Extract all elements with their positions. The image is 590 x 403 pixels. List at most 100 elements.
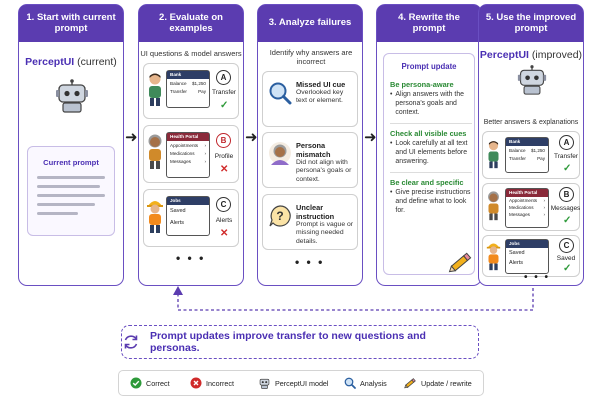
arrow-right-icon: ➜ bbox=[245, 129, 258, 146]
rule-title: Check all visible cues bbox=[390, 128, 467, 138]
legend-analysis-label: Analysis bbox=[360, 378, 387, 388]
mockup-title: Bank bbox=[167, 71, 209, 79]
mockup-row: Appointments› bbox=[509, 198, 545, 203]
more-indicator: • • • bbox=[295, 255, 325, 269]
mockup-row: Balance$1,250 bbox=[170, 80, 206, 86]
legend bbox=[118, 370, 484, 396]
check-circle-icon bbox=[130, 377, 142, 389]
persona-icon bbox=[269, 142, 291, 165]
more-indicator: • • • bbox=[524, 272, 551, 283]
example-card: Jobs Saved Alerts C Saved ✓ bbox=[482, 235, 580, 277]
mockup-row: Messages› bbox=[509, 212, 545, 217]
legend-incorrect-label: Incorrect bbox=[206, 378, 234, 388]
legend-correct-label: Correct bbox=[146, 378, 170, 388]
person-icon bbox=[147, 201, 163, 233]
person-icon bbox=[149, 73, 161, 106]
failure-text: Prompt is vague or missing needed detail… bbox=[296, 221, 354, 245]
answer-label: Transfer bbox=[554, 153, 578, 160]
failure-card: Persona mismatch Did not align with pers… bbox=[262, 132, 358, 188]
person-icon bbox=[488, 191, 499, 221]
legend-correct: Correct bbox=[130, 377, 170, 389]
person-icon bbox=[486, 243, 501, 271]
prompt-lines bbox=[37, 176, 105, 215]
mockup-row: Saved bbox=[170, 208, 186, 214]
prompt-update-card: Prompt update Be persona-aware •Align an… bbox=[383, 53, 475, 275]
legend-analysis: Analysis bbox=[344, 377, 387, 389]
robot-icon bbox=[259, 378, 270, 389]
current-prompt-label: Current prompt bbox=[43, 158, 99, 167]
banner-text: Prompt updates improve transfer to new q… bbox=[149, 330, 426, 354]
rule-text: Align answers with the persona's goals a… bbox=[395, 91, 464, 116]
mockup-row: Appointments› bbox=[170, 142, 206, 148]
ui-mockup: Health Portal Appointments› Medications›… bbox=[505, 188, 549, 228]
rule-item: •Align answers with the persona's goals … bbox=[390, 91, 472, 118]
correct-check-icon: ✓ bbox=[563, 263, 572, 274]
magnifier-icon bbox=[269, 82, 292, 105]
answer-label: Alerts bbox=[215, 217, 233, 224]
person-icon bbox=[488, 141, 499, 169]
step5-subtitle: Better answers & explanations bbox=[483, 119, 579, 126]
more-indicator: • • • bbox=[176, 251, 206, 265]
pencil-icon bbox=[448, 252, 472, 273]
brand-label: PerceptUI bbox=[25, 56, 75, 68]
failure-title: Missed UI cue bbox=[296, 80, 346, 89]
x-circle-icon bbox=[190, 377, 202, 389]
failure-title: Unclear instruction bbox=[296, 203, 335, 221]
brand-label: PerceptUI bbox=[479, 49, 529, 61]
choice-badge: A bbox=[216, 70, 231, 85]
legend-model-label: PerceptUI model bbox=[275, 378, 329, 388]
mockup-title: Jobs bbox=[167, 197, 209, 205]
refresh-icon bbox=[124, 335, 138, 349]
legend-incorrect: Incorrect bbox=[190, 377, 234, 389]
mockup-title: Health Portal bbox=[506, 189, 548, 197]
rule-item: •Look carefully at all text and UI eleme… bbox=[390, 140, 472, 167]
model-name: PerceptUI (current) bbox=[19, 56, 123, 68]
choice-badge: C bbox=[559, 238, 574, 253]
brand-suffix: (improved) bbox=[531, 49, 583, 61]
mockup-title: Jobs bbox=[506, 240, 548, 248]
step3-panel: 3. Analyze failures Identify why answers… bbox=[257, 4, 363, 286]
example-card: Jobs Saved Alerts C Alerts ✕ bbox=[143, 189, 239, 247]
step2-title: 2. Evaluate on examples bbox=[139, 5, 243, 42]
pencil-icon bbox=[404, 378, 416, 389]
prompt-update-heading: Prompt update bbox=[401, 62, 457, 71]
legend-update-label: Update / rewrite bbox=[421, 378, 472, 388]
arrow-right-icon: ➜ bbox=[125, 129, 138, 146]
correct-check-icon: ✓ bbox=[563, 215, 572, 226]
incorrect-x-icon: ✕ bbox=[220, 228, 229, 239]
mockup-title: Bank bbox=[506, 138, 548, 146]
mockup-row: Saved bbox=[509, 250, 525, 256]
failure-card: ? Unclear instruction Prompt is vague or… bbox=[262, 194, 358, 250]
answer-label: Transfer bbox=[212, 89, 236, 96]
ui-mockup: Health Portal Appointments› Medications›… bbox=[166, 132, 210, 178]
arrow-right-icon: ➜ bbox=[364, 129, 377, 146]
correct-check-icon: ✓ bbox=[220, 100, 229, 111]
rule-title: Be persona-aware bbox=[390, 80, 454, 89]
rule-item: •Give precise instructions and define wh… bbox=[390, 188, 471, 214]
legend-update: Update / rewrite bbox=[404, 377, 472, 389]
magnifier-icon bbox=[344, 377, 356, 389]
choice-badge: C bbox=[216, 197, 231, 212]
brand-suffix: (current) bbox=[77, 56, 117, 68]
step3-title: 3. Analyze failures bbox=[258, 5, 362, 42]
person-icon bbox=[148, 134, 162, 169]
robot-icon bbox=[517, 65, 547, 95]
failure-title: Persona mismatch bbox=[296, 141, 331, 159]
mockup-row: Messages› bbox=[170, 158, 206, 164]
mockup-row: Balance$1,250 bbox=[509, 147, 545, 153]
mockup-row: Alerts bbox=[509, 260, 524, 266]
failure-text: Did not align with persona's goals or co… bbox=[296, 159, 352, 183]
answer-label: Saved bbox=[556, 255, 576, 262]
step4-title: 4. Rewrite the prompt bbox=[377, 5, 481, 42]
step1-panel: 1. Start with current prompt PerceptUI (… bbox=[18, 4, 124, 286]
failure-text: Overlooked key text or element. bbox=[296, 89, 344, 105]
step2-panel: 2. Evaluate on examples UI questions & m… bbox=[138, 4, 244, 286]
rule-title: Be clear and specific bbox=[390, 177, 464, 187]
ui-mockup: Jobs Saved Alerts bbox=[166, 196, 210, 236]
mockup-row: Alerts bbox=[170, 220, 185, 226]
choice-badge: B bbox=[559, 187, 574, 202]
